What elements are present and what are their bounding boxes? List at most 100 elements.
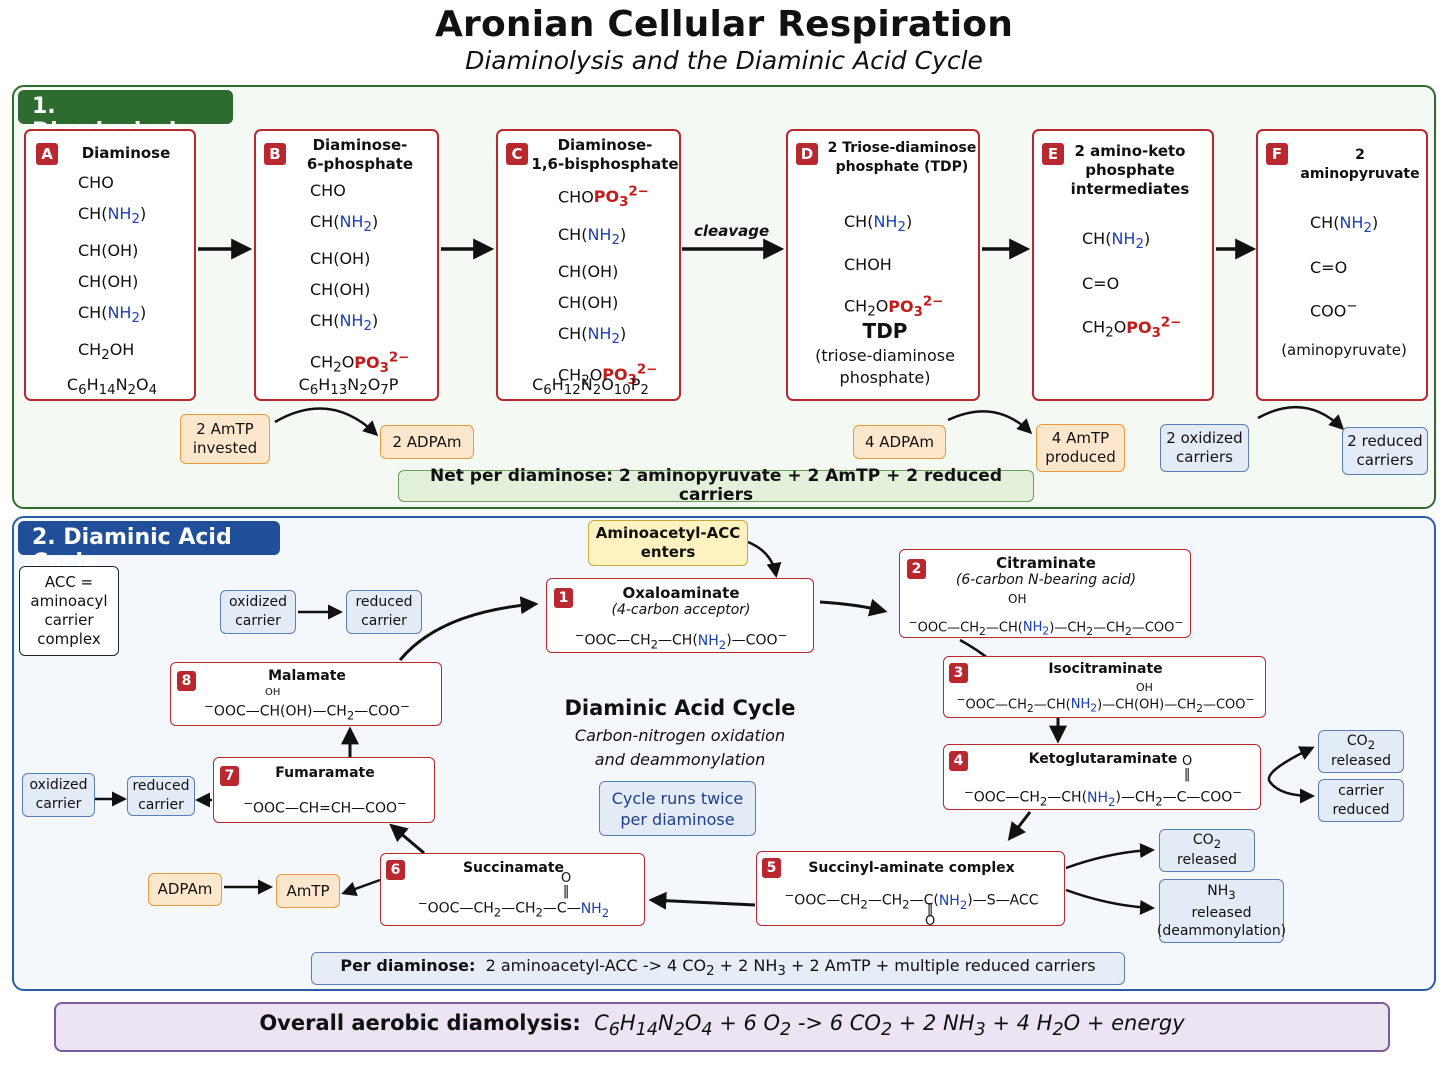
nh3-label: NH3 [1207, 883, 1236, 902]
arrow-amtp-invested [274, 407, 379, 437]
page-subtitle: Diaminolysis and the Diaminic Acid Cycle [465, 46, 983, 75]
step-badge: 7 [220, 766, 239, 786]
structure-diaminose-bisphosphate: CHOPO32−CH(NH2)CH(OH)CH(OH)CH(NH2)CH2OPO… [558, 185, 658, 389]
step-name: Citraminate [996, 554, 1096, 572]
step-badge: 6 [386, 860, 405, 880]
released-label: released [1177, 852, 1237, 869]
step-structure: −OOC—CH=CH—COO− [243, 796, 407, 817]
step-badge: 2 [907, 559, 926, 579]
oxidized-carrier-top: oxidized carrier [220, 590, 296, 634]
card-title: 2 amino-keto phosphate intermediates [1070, 142, 1190, 198]
cycle-center-title: Diaminic Acid Cycle [564, 696, 796, 720]
oxidized-carrier-left: oxidized carrier [22, 773, 95, 817]
co2-label: CO2 [1346, 732, 1376, 752]
co2-label: CO2 [1192, 831, 1222, 851]
arrow-succinamate-amtp [341, 878, 381, 896]
step-structure: −OOC—CH2—CH(NH2)—CH2—CH2—COO− [908, 616, 1184, 638]
adpam-cycle: ADPAm [148, 873, 222, 906]
step-1-oxaloaminate: 1 Oxaloaminate (4-carbon acceptor) −OOC—… [546, 578, 814, 653]
step-badge: 4 [949, 751, 968, 771]
adpam-input: 4 ADPAm [853, 425, 946, 459]
card-tdp: D 2 Triose-diaminose phosphate (TDP) CH(… [786, 129, 980, 401]
page-title: Aronian Cellular Respiration [434, 4, 1014, 45]
step-name: Oxaloaminate [622, 584, 740, 602]
step-4-ketoglutaraminate: 4 Ketoglutaraminate O‖ −OOC—CH2—CH(NH2)—… [943, 744, 1261, 810]
arrow-5-6 [648, 891, 756, 910]
step-structure: −OOC—CH2—CH2—C(NH2)—S—ACC [784, 888, 1039, 912]
step-2-citraminate: 2 Citraminate (6-carbon N-bearing acid) … [899, 549, 1191, 638]
step-badge: 5 [762, 858, 781, 878]
step-name: Isocitraminate [1048, 661, 1163, 677]
aminopyruvate-note: (aminopyruvate) [1281, 341, 1407, 359]
deammonylation-label: (deammonylation) [1156, 922, 1287, 939]
tdp-note: (triose-diaminose phosphate) [815, 346, 955, 387]
step-structure: −OOC—CH2—CH2—C—NH2 [417, 896, 610, 920]
card-badge: F [1266, 143, 1288, 165]
cycle-center-subtitle: Carbon-nitrogen oxidation and deammonyla… [574, 726, 786, 769]
carrier-reduced-step4: carrier reduced [1318, 779, 1404, 822]
per-diaminose-summary: Per diaminose: 2 aminoacetyl-ACC -> 4 CO… [311, 952, 1125, 985]
card-title: 2 Triose-diaminose phosphate (TDP) [827, 140, 977, 175]
card-badge: D [796, 143, 818, 165]
amtp-invested: 2 AmTP invested [180, 414, 270, 464]
card-badge: B [264, 143, 286, 165]
step-structure: −OOC—CH2—CH(NH2)—COO− [574, 628, 788, 652]
step-structure: −OOC—CH2—CH(NH2)—CH(OH)—CH2—COO− [956, 693, 1255, 715]
card-amino-keto-phosphate: E 2 amino-keto phosphate intermediates C… [1032, 129, 1214, 401]
amtp-cycle: AmTP [276, 874, 340, 908]
released-label: released [1331, 753, 1391, 770]
card-title: Diaminose- 1,6-bisphosphate [531, 136, 679, 173]
step-structure: −OOC—CH2—CH(NH2)—CH2—C—COO− [963, 785, 1243, 809]
oh-marker: OH [1136, 681, 1153, 694]
aminoacetyl-acc-entry: Aminoacetyl-ACC enters [588, 520, 748, 566]
step-name: Ketoglutaraminate [1028, 751, 1178, 767]
step-badge: 1 [554, 588, 573, 608]
tdp-abbreviation: TDP [862, 319, 908, 343]
card-title: 2 aminopyruvate [1300, 147, 1420, 182]
step-6-succinamate: 6 Succinamate O‖ −OOC—CH2—CH2—C—NH2 [380, 853, 645, 926]
step-subtitle: (4-carbon acceptor) [611, 602, 751, 618]
formula-diaminose: C6H14N2O4 [66, 375, 158, 399]
step-name: Fumaramate [275, 765, 375, 781]
arrow-adpam-produced [947, 410, 1033, 435]
formula-diaminose-6-phosphate: C6H13N2O7P [298, 375, 399, 399]
arrow-step5-nh3 [1065, 888, 1155, 915]
adpam-output: 2 ADPAm [380, 425, 474, 459]
arrow-carriers-reduced [1257, 405, 1345, 431]
keto-o-marker: ‖O [925, 902, 936, 929]
amtp-produced: 4 AmTP produced [1036, 424, 1125, 472]
step-name: Succinamate [462, 860, 565, 876]
card-badge: C [506, 143, 528, 165]
oxidized-carriers: 2 oxidized carriers [1160, 424, 1249, 472]
arrow-8-1 [398, 596, 539, 661]
step-structure: −OOC—CH(OH)—CH2—COO− [204, 699, 410, 723]
net-summary: Net per diaminose: 2 aminopyruvate + 2 A… [398, 467, 1034, 505]
overall-equation-text: Overall aerobic diamolysis: C6H14N2O4 + … [259, 1010, 1185, 1041]
step-badge: 8 [177, 671, 196, 691]
oh-marker: OH [265, 687, 281, 698]
card-title: Diaminose [81, 144, 171, 162]
per-diaminose-text: Per diaminose: 2 aminoacetyl-ACC -> 4 CO… [340, 955, 1096, 980]
step-5-succinyl-aminate-complex: 5 Succinyl-aminate complex −OOC—CH2—CH2—… [756, 851, 1065, 929]
cycle-runs-twice: Cycle runs twice per diaminose [599, 781, 756, 836]
formula-diaminose-bisphosphate: C6H12N2O10P2 [532, 375, 649, 399]
overall-equation: Overall aerobic diamolysis: C6H14N2O4 + … [54, 1002, 1390, 1052]
step-name: Succinyl-aminate complex [808, 860, 1015, 876]
step-badge: 3 [949, 663, 968, 683]
acc-definition: ACC = aminoacyl carrier complex [19, 566, 119, 656]
step-7-fumaramate: 7 Fumaramate −OOC—CH=CH—COO− [213, 757, 435, 823]
reduced-carrier-top: reduced carrier [346, 590, 422, 634]
amide-o-marker: O‖ [561, 871, 572, 899]
arrow-4-5 [1007, 811, 1032, 841]
